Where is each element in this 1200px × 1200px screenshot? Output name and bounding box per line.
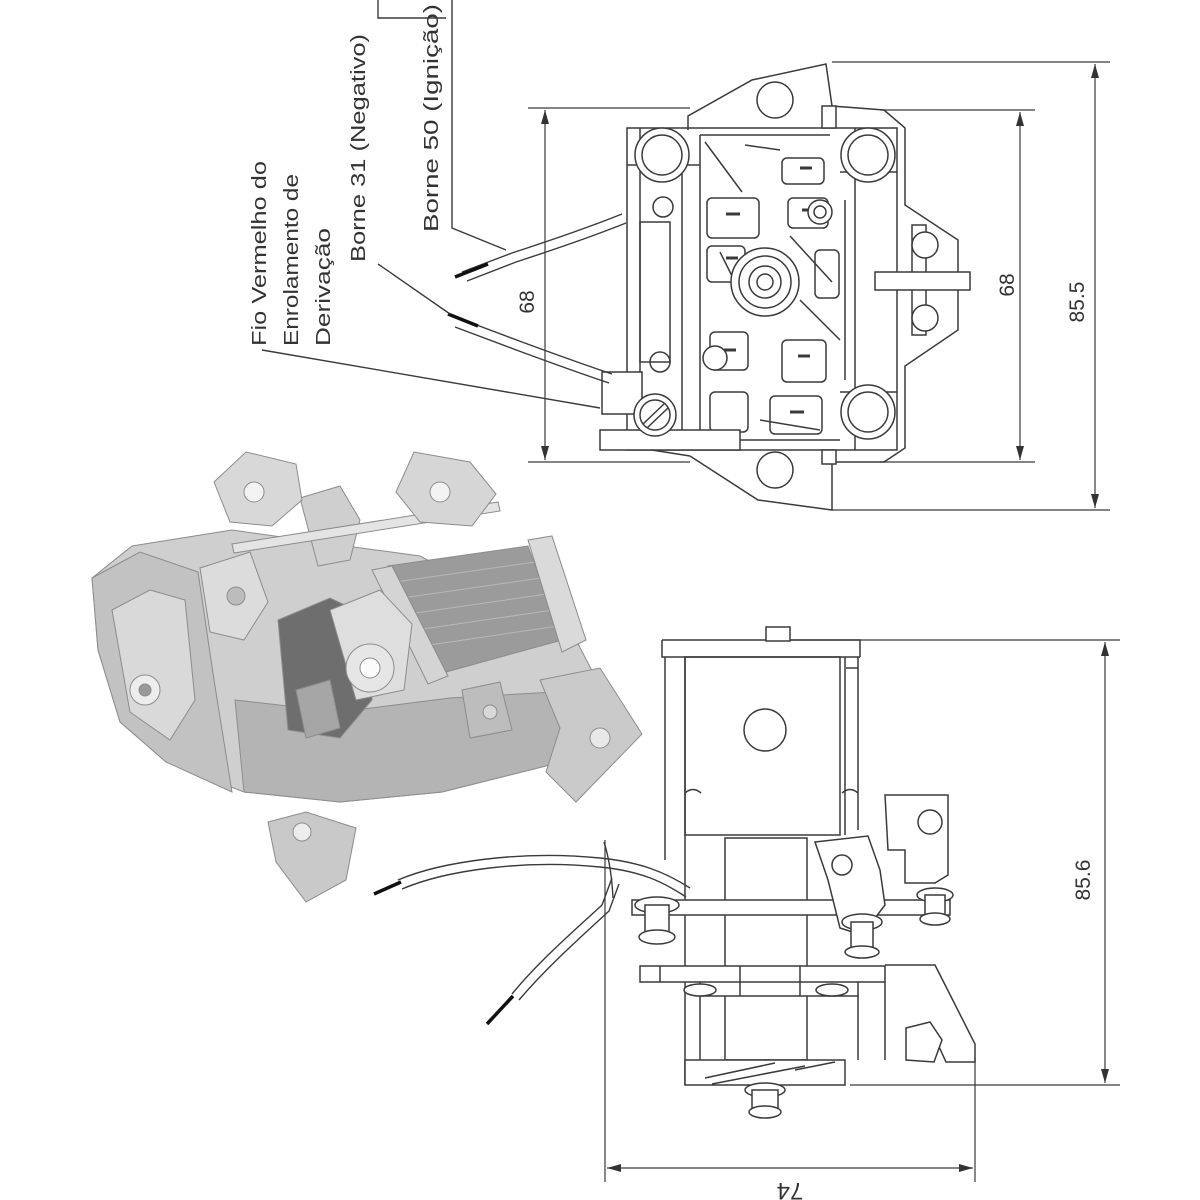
- callout-labels: Fio Vermelho do Enrolamento de Derivação…: [249, 4, 443, 346]
- rail-clips: [684, 667, 859, 794]
- coil-winding-lines: [394, 561, 559, 647]
- base-bolt-end: [748, 1105, 782, 1119]
- bottom-mounting-hole: [756, 451, 794, 489]
- corner-boss-top-right-inner: [847, 134, 889, 176]
- side-rails: [664, 657, 859, 1085]
- side-wire-1-strand-a: [397, 854, 691, 889]
- terminal-nut-upper: [911, 231, 939, 259]
- frame-hole: [743, 708, 787, 752]
- lattice-cell-6: [781, 339, 827, 383]
- lattice-cell-1: [706, 197, 760, 239]
- label-borne-31: Borne 31 (Negativo): [348, 34, 370, 262]
- left-channel: [639, 221, 671, 363]
- extension-lines-side-view: [604, 639, 1120, 1182]
- frame-block: [684, 656, 841, 836]
- dimension-values: 68 68 85.5 85.6 74: [516, 273, 1095, 1200]
- bolt-right-nut: [919, 912, 951, 926]
- lever-pivot: [831, 854, 853, 876]
- lower-rails: [699, 982, 886, 1060]
- wire-borne-50-strand-a: [461, 213, 623, 273]
- side-wire-1-strand-b: [401, 863, 687, 898]
- top-mounting-hole: [756, 81, 794, 119]
- mount-bracket-bottom: [267, 811, 357, 903]
- spring-post-inner: [813, 205, 827, 219]
- mount-bracket-bottom-hole: [292, 822, 312, 842]
- wire-borne-31-tip: [447, 312, 479, 328]
- side-lug-rivet: [482, 704, 498, 720]
- plunger: [295, 679, 341, 739]
- wire-borne-50-tip: [454, 262, 489, 279]
- lattice-cell-9: [814, 249, 840, 299]
- wire-borne-31-strand-b: [454, 326, 610, 384]
- dimension-top-view-left: 68: [516, 290, 539, 313]
- bolt-left-nut: [638, 929, 676, 945]
- bottom-tab: [821, 449, 837, 465]
- mount-bracket-right-screw: [589, 727, 611, 749]
- base-block: [684, 1059, 846, 1086]
- side-wire-2-tip: [485, 994, 515, 1026]
- pivot-hole: [702, 345, 728, 371]
- label-fio-vermelho-line-1: Fio Vermelho do: [249, 161, 271, 346]
- housing-end-recess: [111, 589, 196, 741]
- cap-tab: [765, 626, 791, 642]
- bolt-mid-nut: [844, 945, 880, 959]
- terminal-screw-inner: [639, 399, 671, 431]
- top-tab: [821, 105, 837, 129]
- label-fio-vermelho-line-3: Derivação: [313, 228, 335, 346]
- dimension-lines: [528, 61, 1120, 1182]
- coil-end-plate: [527, 535, 587, 653]
- terminal-stud: [874, 271, 971, 291]
- leader-borne-50: [451, 0, 507, 251]
- side-view-drawing: [631, 626, 976, 1119]
- terminal-right-hole: [429, 481, 451, 503]
- corner-boss-bottom-right-inner: [847, 391, 889, 433]
- base-bar: [599, 429, 741, 451]
- wire-borne-31-strand-a: [457, 317, 613, 375]
- extension-lines-top-view: [528, 61, 1110, 511]
- lower-bracket-details: [659, 966, 858, 996]
- dimension-top-view-right: 68: [996, 273, 1019, 296]
- lower-nut-right: [815, 983, 849, 997]
- terminal-nut-lower: [911, 304, 939, 332]
- dimension-side-view-height: 85.6: [1072, 860, 1095, 901]
- dimension-side-view-width: 74: [777, 1177, 804, 1200]
- dimension-top-view-overall: 85.5: [1066, 282, 1089, 323]
- contact-block-left-rivet: [226, 586, 246, 606]
- product-photo: [91, 451, 643, 903]
- right-bracket-hole: [917, 809, 943, 835]
- hook-clip: [905, 1021, 943, 1063]
- leader-top-stub: [377, 0, 446, 19]
- wire-borne-50-strand-b: [466, 222, 627, 282]
- side-wire-1-tip: [373, 880, 402, 896]
- corner-boss-top-left-inner: [641, 134, 683, 176]
- top-view-drawing: [599, 63, 971, 511]
- terminal-post-mid: [299, 485, 361, 567]
- hub-pin: [756, 273, 774, 291]
- rivet-top-left: [652, 196, 674, 218]
- label-borne-50: Borne 50 (Ignição): [421, 4, 443, 232]
- terminal-left-hole: [243, 481, 265, 503]
- base-hatch: [704, 1061, 836, 1085]
- end-nut-bore: [138, 683, 152, 697]
- lattice-cell-7: [769, 395, 823, 435]
- terminal-screw-slot: [642, 403, 669, 429]
- plate-lower-link: [651, 449, 691, 457]
- lower-nut-left: [683, 983, 717, 997]
- plunger-housing: [724, 837, 808, 1061]
- mounting-plate-outline: [687, 63, 959, 511]
- side-wire-2-strand-a: [511, 877, 613, 995]
- lattice-cell-3: [781, 157, 825, 185]
- contact-plate: [631, 899, 951, 916]
- label-fio-vermelho-line-2: Enrolamento de: [281, 174, 303, 346]
- right-hook: [885, 964, 976, 1063]
- leader-borne-31: [377, 263, 451, 315]
- center-terminal-bore: [359, 657, 381, 679]
